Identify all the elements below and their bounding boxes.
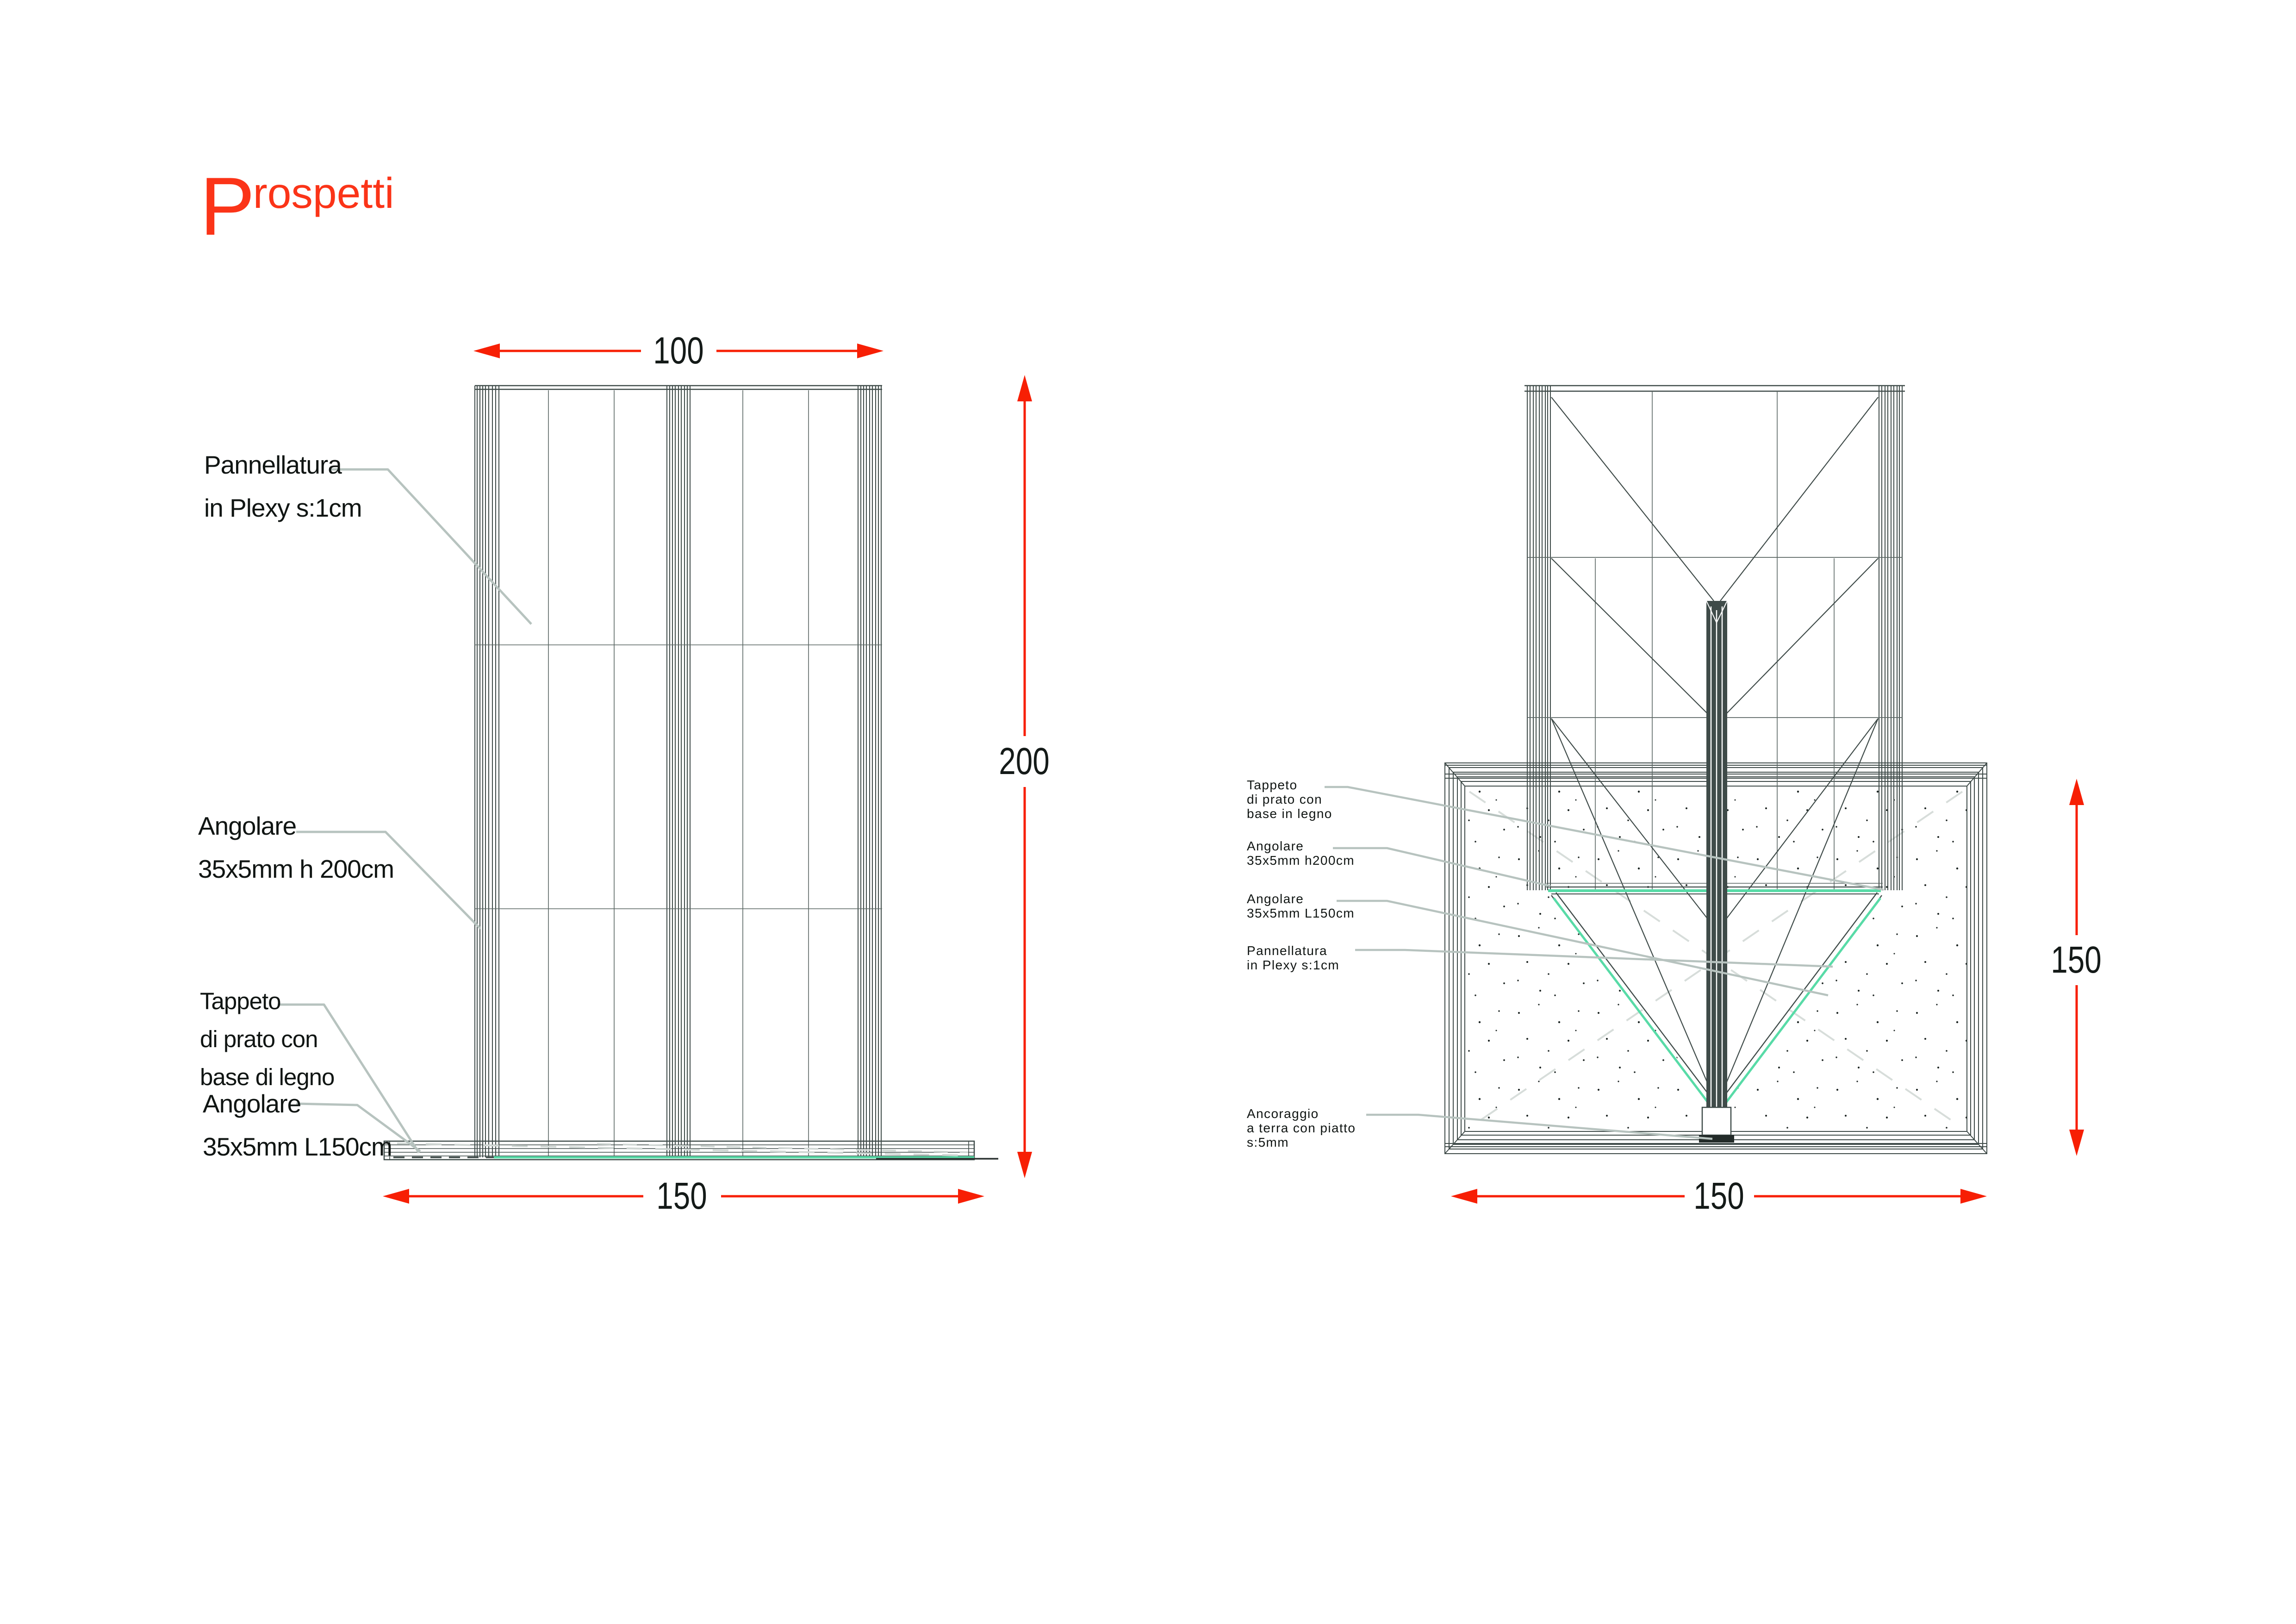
- leader-pannellatura-right: [1355, 949, 1833, 968]
- left-angolare-cluster-center: [666, 386, 691, 1157]
- left-base-plate: [383, 1140, 998, 1161]
- left-panel-joints-vertical: [548, 390, 809, 1156]
- label-tappeto-left: Tappeto di prato con base di legno: [200, 988, 335, 1090]
- plan-corner-post-right: [1879, 386, 1903, 890]
- label-ancoraggio: Ancoraggio a terra con piatto s:5mm: [1247, 1106, 1356, 1149]
- dim-value-150-right-depth: 150: [2045, 940, 2108, 980]
- left-angolare-cluster-left: [474, 386, 499, 1157]
- dimension-150-left: [383, 1189, 984, 1204]
- leader-angolare-h200-right: [1333, 847, 1551, 887]
- anchor-plate: [1699, 1135, 1734, 1143]
- leader-pannellatura-left: [330, 468, 532, 625]
- left-leader-lines: [278, 468, 532, 1154]
- leader-tappeto-right: [1325, 786, 1884, 891]
- title-rest: rospetti: [253, 169, 394, 217]
- dim-value-150-left: 150: [650, 1176, 713, 1216]
- v-panel-green-left: [1553, 897, 1716, 1113]
- leader-angolare-h200-left: [296, 831, 481, 930]
- left-elevation-drawing: [278, 344, 1032, 1204]
- leader-tappeto-left: [278, 1003, 420, 1154]
- v-panel-green-right: [1718, 897, 1881, 1113]
- label-angolare-l150-left: Angolare 35x5mm L150cm: [203, 1089, 392, 1161]
- label-angolare-h200-left: Angolare 35x5mm h 200cm: [198, 812, 394, 883]
- plan-inner-joints: [1595, 558, 1835, 892]
- dimension-150-right-width: [1451, 1189, 1987, 1204]
- left-angolare-cluster-right: [858, 386, 882, 1157]
- dim-value-100: 100: [647, 331, 710, 371]
- dim-value-200: 200: [993, 742, 1056, 781]
- right-plan-drawing: [1325, 385, 2084, 1204]
- left-panel-joints-horizontal: [475, 644, 882, 909]
- leader-angolare-l150-right: [1337, 899, 1829, 997]
- label-tappeto-right: Tappeto di prato con base in legno: [1247, 778, 1332, 821]
- plan-panel-joints: [1652, 391, 1778, 892]
- label-angolare-h200-right: Angolare 35x5mm h200cm: [1247, 839, 1355, 868]
- title-initial: P: [200, 160, 255, 252]
- label-pannellatura-right: Pannellatura in Plexy s:1cm: [1247, 943, 1340, 972]
- dimension-150-right-depth: [2069, 779, 2084, 1156]
- page-title: Prospetti: [200, 156, 394, 248]
- leader-ancoraggio: [1366, 1113, 1713, 1140]
- label-angolare-l150-right: Angolare 35x5mm L150cm: [1247, 892, 1355, 920]
- dimension-100: [473, 344, 884, 358]
- label-pannellatura-left: Pannellatura in Plexy s:1cm: [204, 450, 362, 522]
- dim-value-150-right-width: 150: [1687, 1176, 1750, 1216]
- plan-corner-post-left: [1527, 386, 1551, 890]
- leader-angolare-l150-left: [296, 1102, 421, 1153]
- right-leader-lines: [1325, 786, 1884, 1140]
- dimension-200: [1017, 375, 1032, 1178]
